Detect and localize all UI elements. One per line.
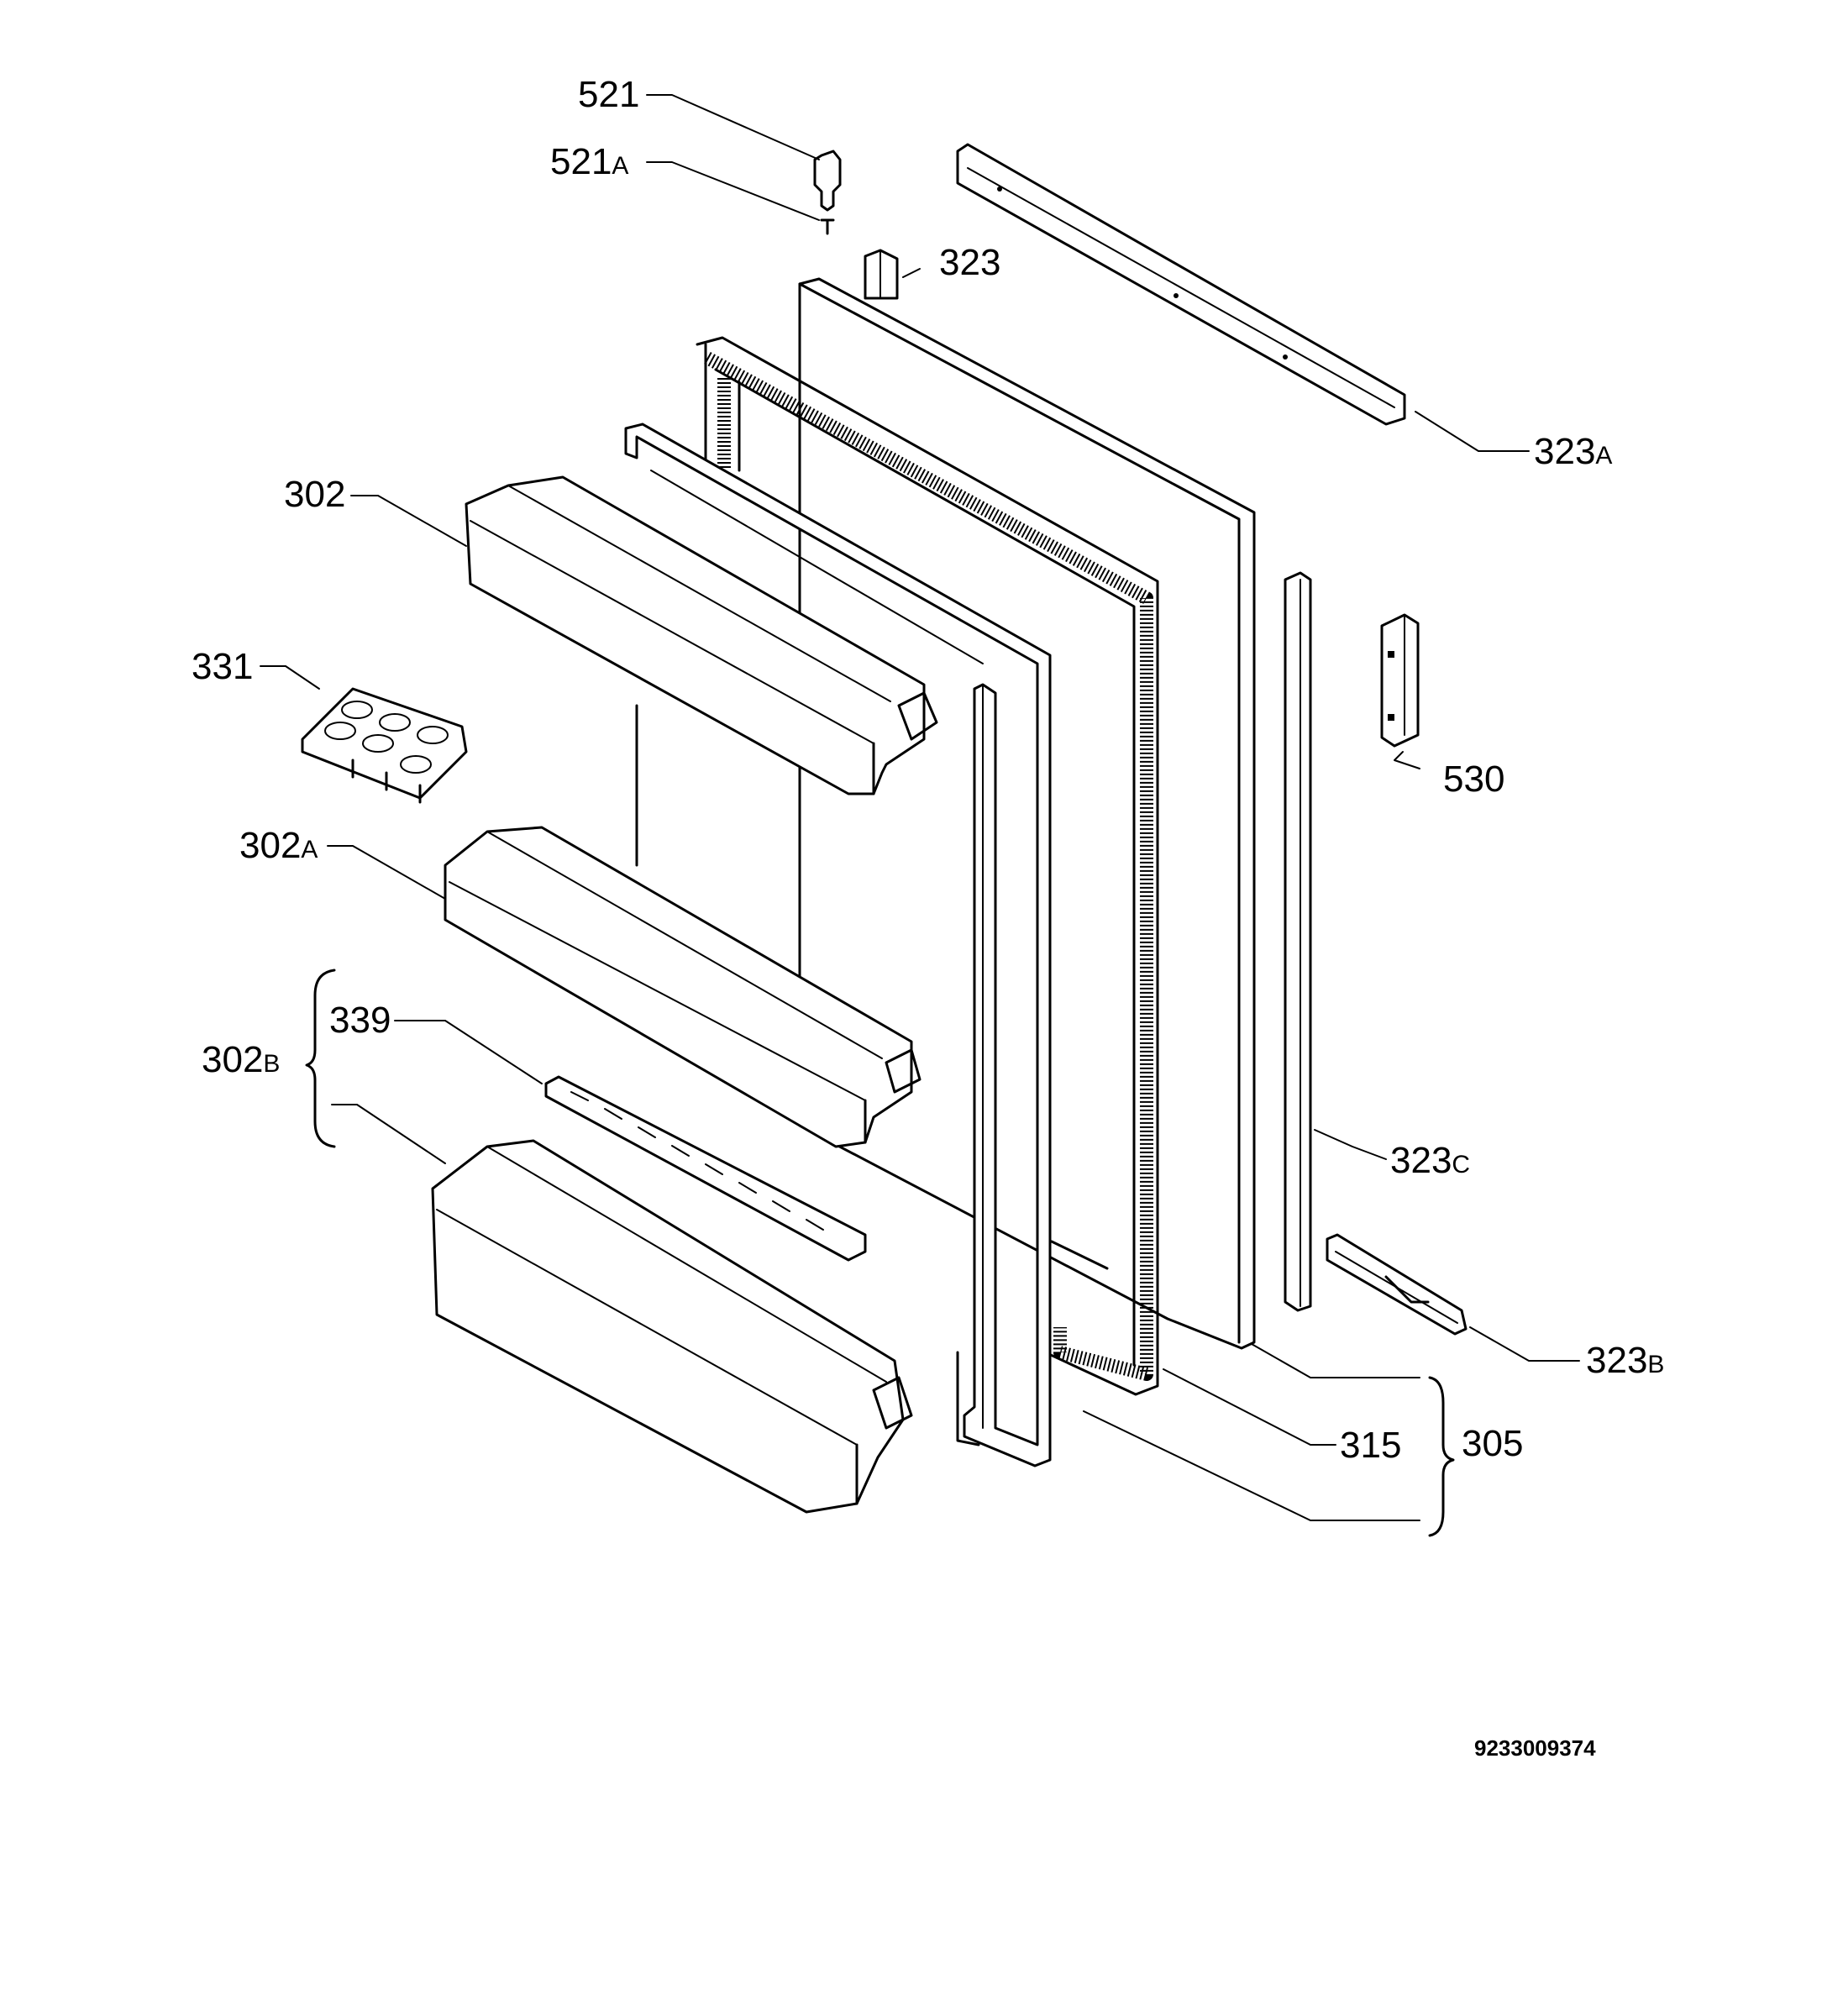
- door-shelf-bottom: [431, 1139, 913, 1514]
- label-521: 521: [578, 74, 639, 115]
- screw-parts: [813, 150, 842, 235]
- door-shelf-middle: [444, 826, 922, 1148]
- door-panel: [798, 277, 1256, 1350]
- top-hinge-rail: [956, 143, 1406, 426]
- door-shelf-top: [465, 475, 938, 795]
- label-323a: 323A: [1534, 431, 1612, 472]
- part-labels: 521 521A 323 323A 302 331 302A 339 302B …: [192, 74, 1664, 1761]
- inner-liner: [624, 423, 1109, 1467]
- label-323b: 323B: [1586, 1340, 1664, 1381]
- label-302: 302: [284, 474, 345, 515]
- egg-tray: [301, 687, 468, 804]
- label-331: 331: [192, 646, 253, 687]
- label-323: 323: [939, 242, 1000, 283]
- label-339: 339: [329, 1000, 391, 1041]
- label-530: 530: [1443, 759, 1504, 800]
- small-strip: [864, 249, 899, 300]
- drawing-code: 9233009374: [1474, 1735, 1596, 1761]
- vertical-strip: [1284, 571, 1312, 1312]
- label-521a: 521A: [550, 141, 628, 182]
- label-302b: 302B: [202, 1039, 280, 1080]
- bottom-hinge-rail: [1326, 1233, 1468, 1336]
- label-323c: 323C: [1390, 1140, 1470, 1181]
- label-302a: 302A: [239, 825, 318, 866]
- group-braces: [305, 969, 1455, 1537]
- hinge-bracket: [1380, 613, 1420, 748]
- label-305: 305: [1462, 1423, 1523, 1464]
- label-315: 315: [1340, 1425, 1401, 1466]
- leader-lines: [260, 94, 1580, 1521]
- bottle-rack: [544, 1075, 867, 1262]
